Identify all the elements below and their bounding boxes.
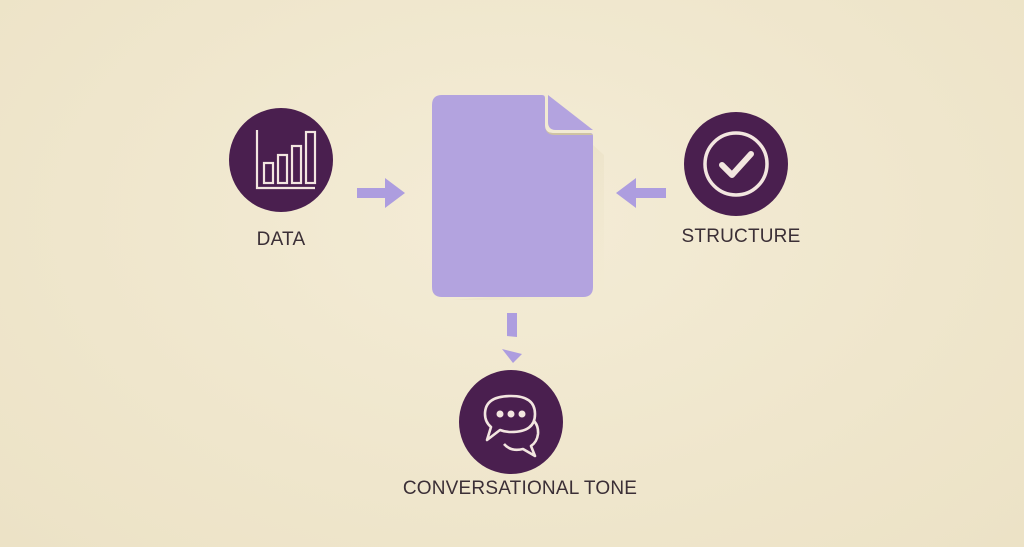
conversational-tone-node — [459, 370, 563, 474]
data-node — [229, 108, 333, 212]
bar-chart-icon — [255, 130, 317, 190]
document-icon — [432, 95, 604, 300]
chat-bubbles-icon — [483, 394, 540, 458]
arrow-right-icon — [355, 176, 407, 215]
data-label: DATA — [256, 229, 306, 250]
check-circle-icon — [703, 131, 769, 197]
arrow-left-icon — [614, 176, 668, 215]
structure-label: STRUCTURE — [681, 226, 801, 247]
arrow-down-icon — [500, 312, 530, 369]
conversational-tone-label: CONVERSATIONAL TONE — [402, 478, 638, 499]
structure-node — [684, 112, 788, 216]
